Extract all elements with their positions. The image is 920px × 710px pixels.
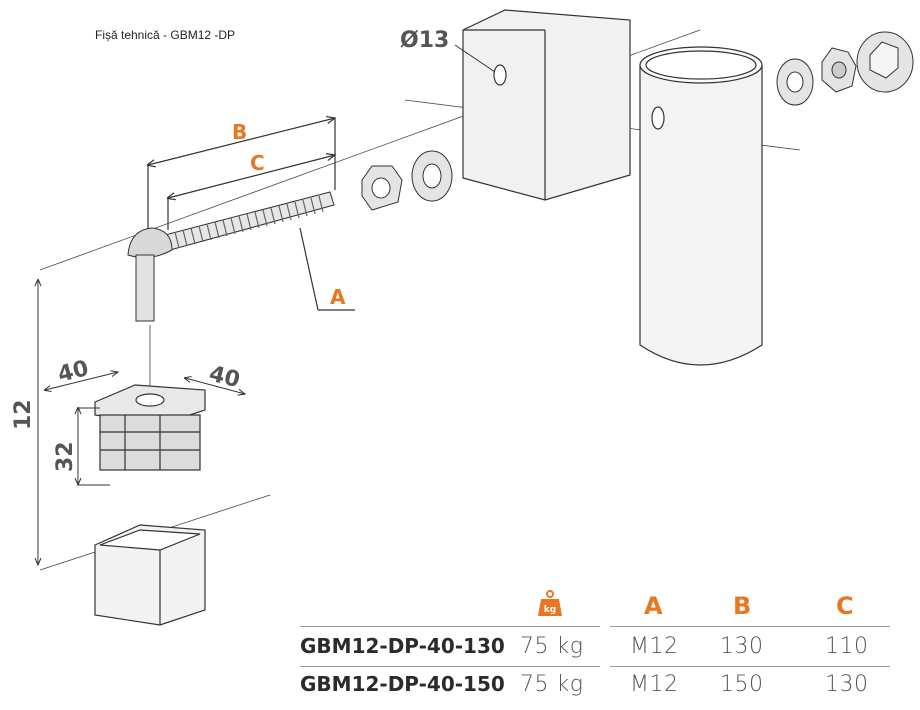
table-rule <box>610 666 890 667</box>
table-rule <box>300 666 600 667</box>
insert-dimensions <box>38 280 245 565</box>
value-a: M12 <box>630 672 679 697</box>
svg-text:kg: kg <box>544 605 556 615</box>
value-c: 110 <box>825 634 869 659</box>
width-label-2: 40 <box>207 362 243 394</box>
width-label-1: 40 <box>55 356 91 388</box>
table-rule <box>300 626 600 627</box>
dim-a-label: A <box>330 285 346 309</box>
dimension-a-leader <box>299 227 355 311</box>
header-a: A <box>644 592 663 620</box>
height-label: 32 <box>53 441 78 472</box>
hinge-bolt <box>127 191 335 322</box>
round-post <box>639 46 763 366</box>
document-title: Fișă tehnică - GBM12 -DP <box>95 28 236 42</box>
value-b: 130 <box>720 634 764 659</box>
hole-diameter-label: Ø13 <box>400 28 449 53</box>
product-code: GBM12-DP-40-130 <box>300 634 505 658</box>
table-rule <box>610 626 890 627</box>
square-insert <box>94 384 206 471</box>
weight-value: 75 kg <box>520 672 584 697</box>
value-a: M12 <box>630 634 679 659</box>
total-height-label: 12 <box>11 399 36 430</box>
value-c: 130 <box>825 672 869 697</box>
dimension-c <box>168 155 335 230</box>
table-row: GBM12-DP-40-150 75 kg M12 150 130 <box>300 672 890 708</box>
square-tube-bottom <box>94 524 206 626</box>
weight-value: 75 kg <box>520 634 584 659</box>
dim-c-label: C <box>250 151 265 175</box>
nut-washer-left <box>361 150 453 211</box>
table-row: GBM12-DP-40-130 75 kg M12 130 110 <box>300 634 890 670</box>
hardware-right <box>776 31 914 106</box>
dim-b-label: B <box>232 120 247 144</box>
square-post <box>462 9 631 201</box>
weight-icon: kg <box>538 590 562 616</box>
header-b: B <box>733 592 752 620</box>
value-b: 150 <box>720 672 764 697</box>
header-c: C <box>836 592 854 620</box>
product-code: GBM12-DP-40-150 <box>300 672 505 696</box>
